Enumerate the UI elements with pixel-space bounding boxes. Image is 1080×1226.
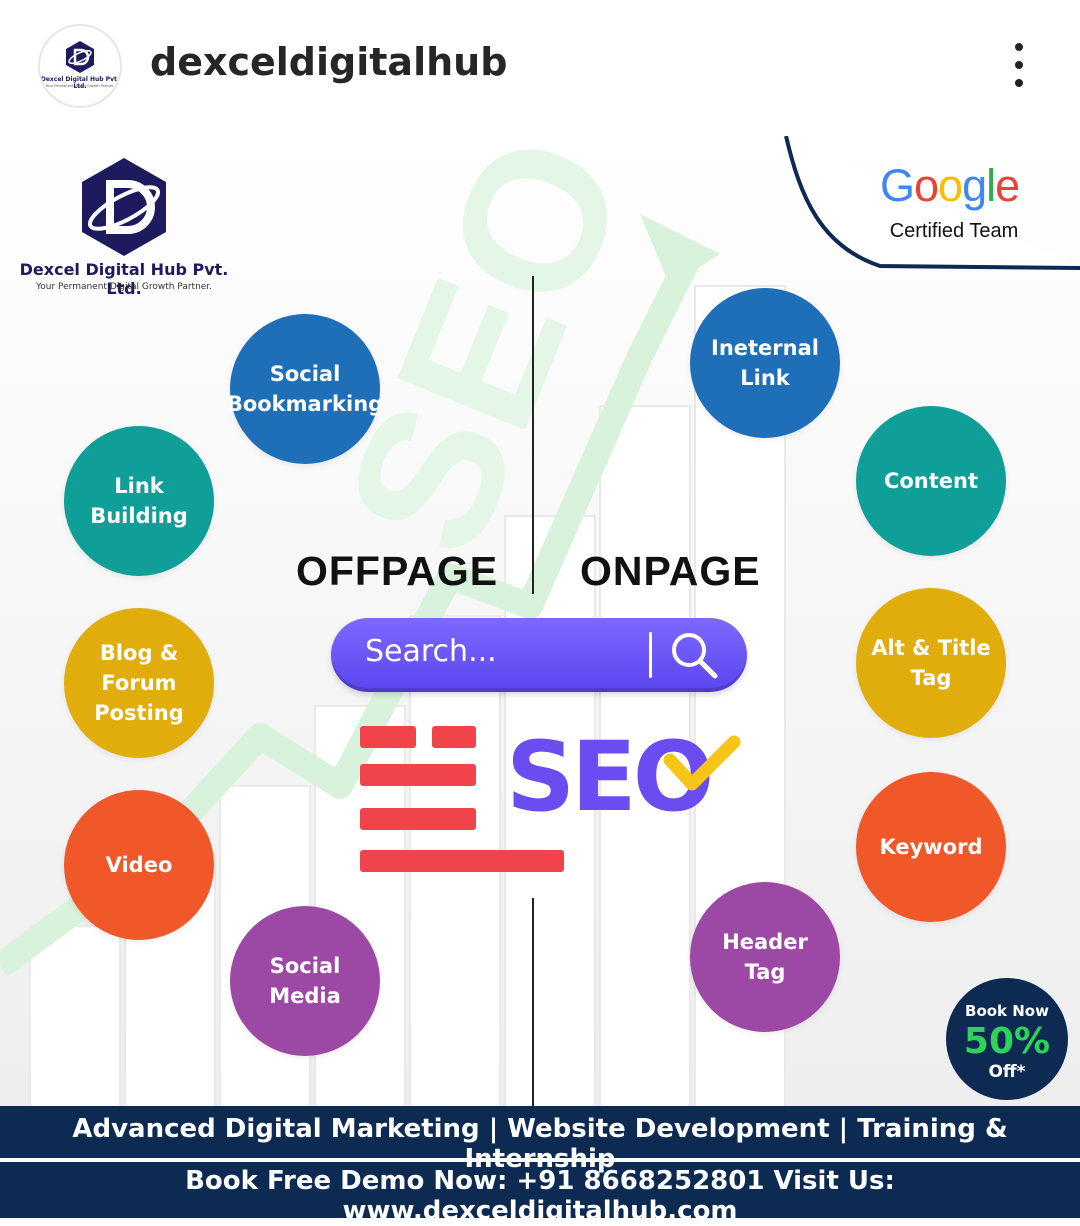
profile-avatar[interactable]: Dexcel Digital Hub Pvt. Ltd. Your Perman…	[38, 24, 122, 108]
offpage-blog-forum-posting[interactable]: Blog & Forum Posting	[64, 608, 214, 758]
book-now-text: Book Now	[965, 1002, 1049, 1020]
offpage-social-media[interactable]: Social Media	[230, 906, 380, 1056]
more-options-icon[interactable]	[1004, 40, 1034, 94]
certified-team-text: Certified Team	[889, 220, 1019, 242]
discount-percent: 50%	[963, 1021, 1051, 1062]
services-line: Advanced Digital Marketing | Website Dev…	[72, 1114, 1008, 1174]
discount-off-text: Off*	[988, 1062, 1026, 1082]
onpage-keyword[interactable]: Keyword	[856, 772, 1006, 922]
onpage-content[interactable]: Content	[856, 406, 1006, 556]
google-letter: e	[995, 160, 1020, 211]
google-letter: g	[962, 160, 987, 211]
center-divider-bottom	[532, 898, 534, 1110]
post-header: Dexcel Digital Hub Pvt. Ltd. Your Perman…	[0, 0, 1080, 136]
onpage-alt-title-tag[interactable]: Alt & Title Tag	[856, 588, 1006, 738]
offpage-video[interactable]: Video	[64, 790, 214, 940]
brand-logo-icon	[82, 158, 166, 256]
seo-bars	[360, 726, 564, 872]
offpage-heading: OFFPAGE	[296, 548, 499, 594]
footer-banner: Advanced Digital Marketing | Website Dev…	[0, 1106, 1080, 1226]
onpage-internal-link[interactable]: Ineternal Link	[690, 288, 840, 438]
google-letter: G	[880, 160, 915, 211]
checkmark-icon	[663, 735, 741, 791]
avatar-company-text: Dexcel Digital Hub Pvt. Ltd.	[40, 76, 120, 90]
google-letter: o	[914, 160, 939, 211]
search-bar[interactable]: Search...	[331, 618, 747, 692]
search-icon[interactable]	[667, 628, 721, 682]
search-placeholder: Search...	[365, 634, 497, 669]
search-separator	[649, 632, 652, 678]
seo-document-graphic: SEO	[360, 722, 741, 872]
brand-tagline: Your Permanent Digital Growth Partner.	[35, 282, 213, 292]
center-divider-top	[532, 276, 534, 594]
offpage-link-building[interactable]: Link Building	[64, 426, 214, 576]
post-image: SEO Dexcel Digital Hub Pvt. Ltd. Your Pe…	[0, 136, 1080, 1218]
google-letter: o	[938, 160, 963, 211]
footer-divider	[0, 1158, 1080, 1162]
account-username[interactable]: dexceldigitalhub	[150, 40, 508, 84]
offpage-social-bookmarking[interactable]: Social Bookmarking	[227, 314, 383, 464]
google-logo: Google	[880, 160, 1020, 212]
google-letter: l	[986, 160, 996, 211]
avatar-tagline-text: Your Permanent Digital Growth Partner.	[45, 84, 115, 88]
avatar-logo-icon	[66, 41, 94, 73]
contact-line[interactable]: Book Free Demo Now: +91 8668252801 Visit…	[185, 1166, 895, 1226]
brand-name: Dexcel Digital Hub Pvt. Ltd.	[19, 260, 229, 298]
onpage-heading: ONPAGE	[580, 548, 761, 594]
onpage-header-tag[interactable]: Header Tag	[690, 882, 840, 1032]
book-now-badge[interactable]: Book Now 50% Off*	[946, 978, 1068, 1100]
